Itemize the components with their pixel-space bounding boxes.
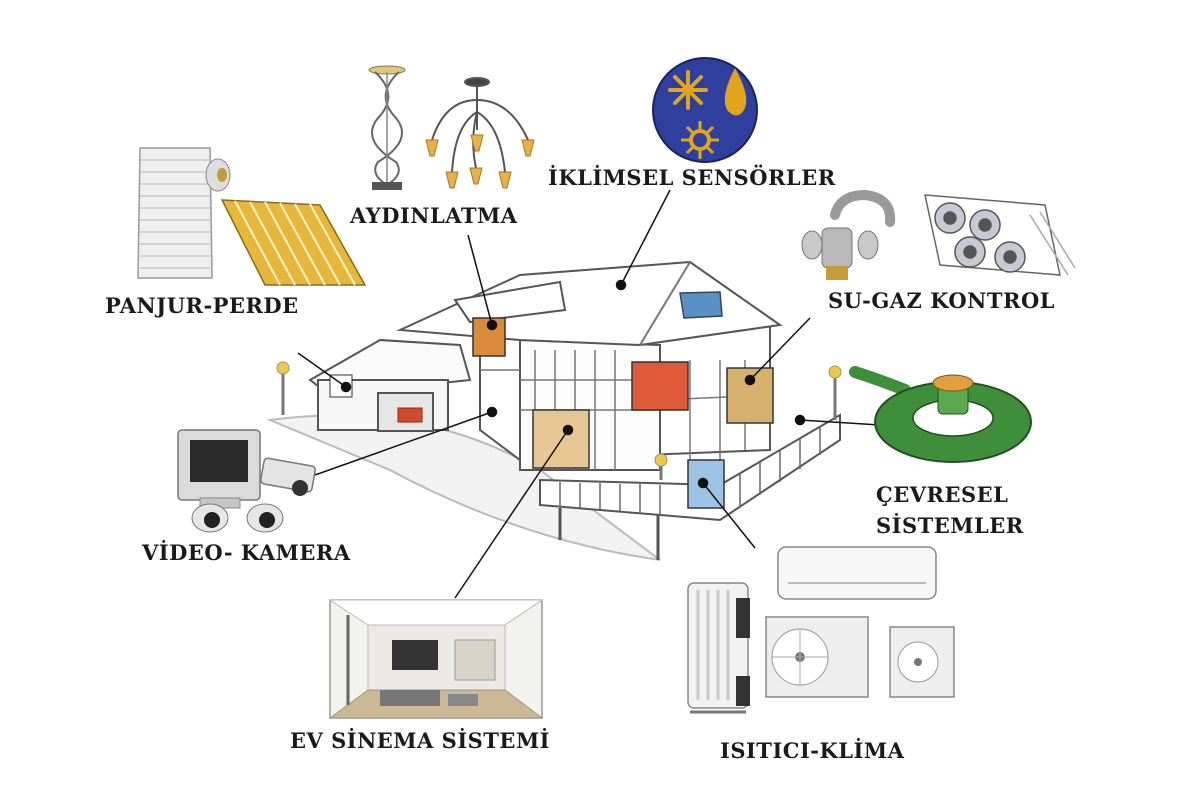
oil-heater-icon xyxy=(687,582,750,714)
gas-burner-icon xyxy=(924,194,1076,276)
faucet-icon xyxy=(801,189,896,280)
label-cevresel: ÇEVRESEL xyxy=(876,482,1009,507)
chandelier-icon xyxy=(425,77,535,189)
label-aydinlatma: AYDINLATMA xyxy=(350,203,518,228)
solar-panel-icon xyxy=(220,199,367,286)
label-panjur-perde: PANJUR-PERDE xyxy=(105,293,299,318)
weather-sensor-icon xyxy=(652,57,758,163)
air-conditioner-icon xyxy=(765,546,955,698)
house-icon xyxy=(266,260,842,561)
cctv-monitor-icon xyxy=(177,429,261,509)
label-su-gaz-kontrol: SU-GAZ KONTROL xyxy=(828,288,1056,313)
label-isitici-klima: ISITICI-KLİMA xyxy=(720,738,905,763)
roller-shutter-icon xyxy=(137,147,231,279)
label-sistemler: SİSTEMLER xyxy=(876,513,1024,538)
label-video-kamera: VİDEO- KAMERA xyxy=(142,540,351,565)
sprinkler-icon xyxy=(849,366,1032,463)
label-ev-sinema-sistemi: EV SİNEMA SİSTEMİ xyxy=(290,728,551,753)
label-iklimsel-sensorler: İKLİMSEL SENSÖRLER xyxy=(548,165,836,190)
connector-lines xyxy=(297,189,881,599)
security-camera-icon xyxy=(191,457,316,533)
floor-lamp-icon xyxy=(368,65,406,190)
home-theater-icon xyxy=(328,599,544,719)
